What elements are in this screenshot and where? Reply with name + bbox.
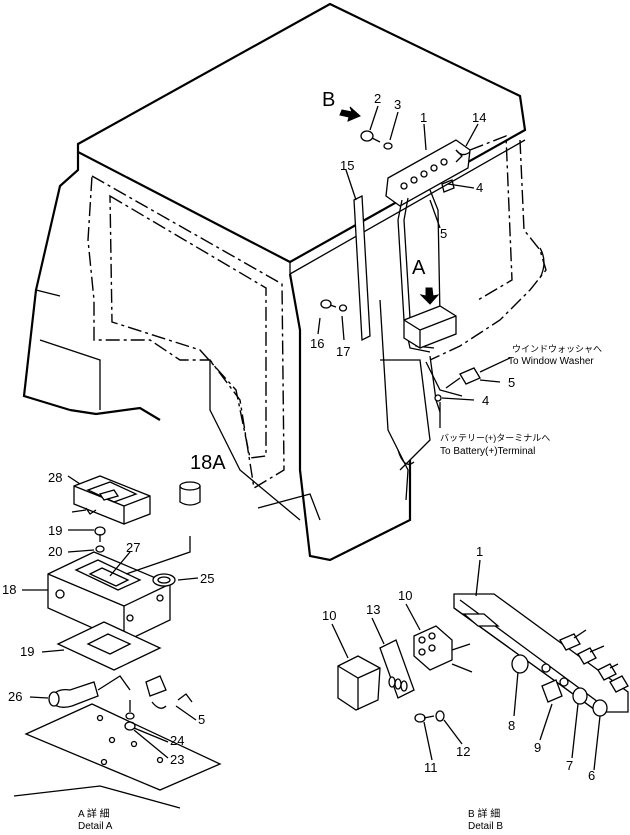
callout-17: 17 [336,344,350,359]
part-28-clip [85,507,97,515]
overhead-switch-panel [385,139,471,207]
cab-left-lower-lines [35,289,101,410]
cab-mount-hook [397,449,415,465]
part-3-washer [383,142,393,150]
callout-4-upper: 4 [476,180,483,195]
callout-15: 15 [340,158,354,173]
cab-front-right-edge [288,273,412,562]
callout-2: 2 [374,91,381,106]
battery-terminal-ring [434,394,442,402]
cab-roof-front-edge [77,151,291,274]
callout-27: 28 [48,470,62,485]
part-19-gasket [56,621,162,671]
part-1-plate [453,593,629,713]
callout-18a: 18A [190,452,226,474]
detail-a-caption-en: Detail A [78,821,113,830]
callout-23: 24 [170,733,184,748]
part-18-box [47,551,171,643]
view-a-arrow [419,287,440,305]
callout-8: 8 [508,718,515,733]
washer-connector [445,367,481,389]
callout-4-battery: 4 [482,393,489,408]
part-15-strip [353,194,371,342]
part-10-cover [337,655,381,711]
part-21-washer [95,545,105,553]
battery-terminal-en: To Battery(+)Terminal [440,446,535,457]
part-12-washer [435,710,445,722]
part-11-screw [414,713,426,723]
callout-3: 3 [394,97,401,112]
cab-roof-side-edge [289,139,526,275]
part-9-label [541,679,563,703]
detail-a-assembly [13,475,222,809]
callout-1-main: 1 [420,110,427,125]
callout-22: 23 [170,752,184,767]
callout-1-detail-b: 1 [476,544,483,559]
callout-11: 11 [424,760,438,775]
main-leader-lines [317,105,511,428]
view-b-arrow [339,106,361,122]
detail-b-leader-lines [331,559,601,771]
view-b-label: B [322,89,335,111]
callout-10-cover: 10 [322,608,336,623]
callout-20: 19 [48,523,62,538]
cab-step-bracket [257,493,321,521]
part-14-clip [455,149,471,156]
callout-6: 6 [588,768,595,783]
callout-9: 9 [534,740,541,755]
part-23-washer [125,712,135,720]
callout-5-upper: 5 [440,226,447,241]
battery-terminal-jp: バッテリー(+)ターミナルへ [440,433,550,443]
cab-left-window-inner [109,194,267,459]
cab-handle [539,247,545,279]
controller-box [403,305,457,349]
callout-19: 19 [20,644,34,659]
callout-12: 12 [456,744,470,759]
part-2-bolt [360,130,381,143]
callout-7: 7 [566,758,573,773]
window-washer-jp: ウインドウォッシャへ [512,344,602,354]
detail-a-base-panel [24,703,222,791]
part-20-screw [94,526,106,536]
cab-bottom-left-step [69,406,161,421]
callout-24: 25 [200,571,214,586]
part-17-washer [338,304,348,312]
callout-26: 27 [126,540,140,555]
window-washer-en: To Window Washer [508,356,594,367]
detail-a-leader-lines [22,475,199,759]
cab-roof-outline [76,2,527,264]
callout-14: 14 [472,110,486,125]
callout-5-detail-a: 5 [198,712,205,727]
part-25-lighter [51,681,99,708]
cab-right-door-frame [429,139,547,361]
part-7-switch [572,687,588,705]
cab-rear-window-frame [469,134,513,301]
cab-left-window-frame [87,174,285,490]
detail-b-caption-en: Detail B [468,821,503,830]
callout-21: 20 [48,544,62,559]
detail-a-caption-jp: A 詳 細 [78,807,110,820]
part-16-bolt [320,299,337,309]
callout-10-relay: 10 [398,588,412,603]
cab-left-front-pillar [22,152,80,412]
panel-plate [385,139,471,207]
callout-18: 18 [2,582,16,597]
cab-floor-edge [209,360,301,521]
cab-body [22,2,547,562]
view-a-label: A [412,257,426,279]
panel-connector [441,179,455,193]
cab-right-lower-panel [380,359,431,471]
callout-25: 26 [8,689,22,704]
detail-b-caption-jp: B 詳 細 [468,807,500,820]
part-8-knob [511,654,529,674]
callout-5-washer: 5 [508,375,515,390]
part-6-switch [592,699,608,717]
detail-b-assembly [337,593,629,723]
callout-13: 13 [366,602,380,617]
callout-16: 16 [310,336,324,351]
